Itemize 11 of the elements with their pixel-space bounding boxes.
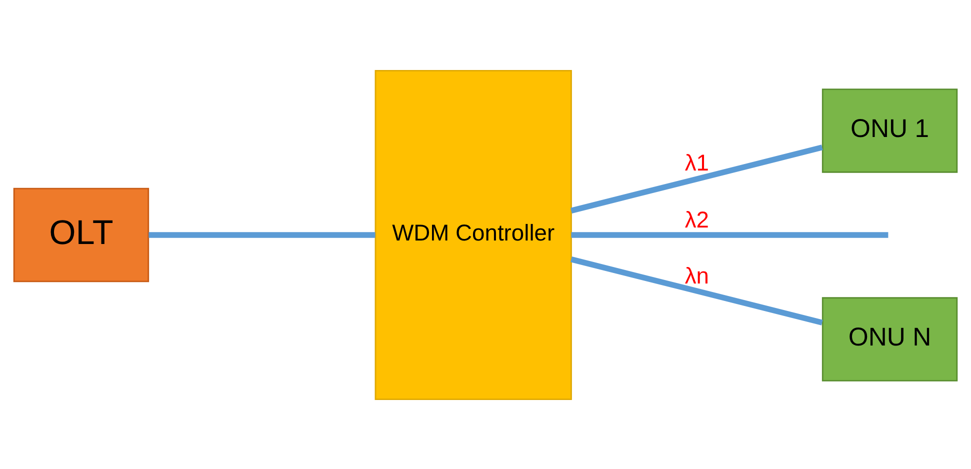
edge-label: λ2	[684, 206, 709, 232]
connector	[570, 144, 823, 213]
edge-label: λ1	[684, 148, 709, 175]
node-box: WDM Controller	[374, 70, 572, 400]
connector	[570, 256, 823, 325]
node-box: ONU N	[822, 296, 958, 381]
node-box: OLT	[13, 187, 150, 282]
connector	[148, 232, 376, 238]
connector	[571, 232, 888, 238]
edge-label: λn	[684, 262, 709, 288]
node-box: ONU 1	[822, 88, 958, 172]
